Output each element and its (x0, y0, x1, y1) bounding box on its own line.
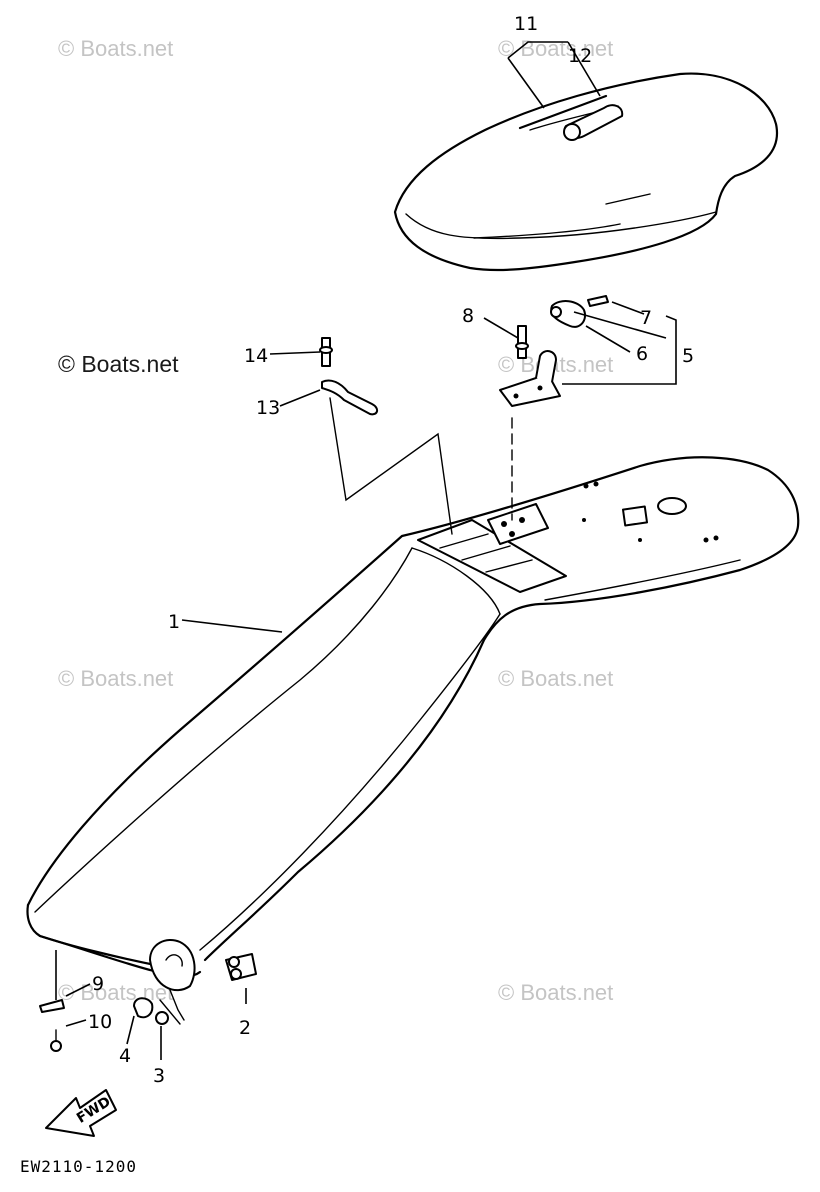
callout-13: 13 (256, 397, 280, 419)
watermark: © Boats.net (58, 666, 173, 691)
callout-11: 11 (514, 13, 538, 35)
callout-2: 2 (239, 1017, 251, 1039)
hinge-hardware (39, 295, 609, 1052)
callout-4: 4 (119, 1045, 131, 1067)
callout-8: 8 (462, 305, 474, 327)
watermark: © Boats.net (58, 980, 173, 1005)
watermark: © Boats.net (498, 980, 613, 1005)
callout-10: 10 (88, 1011, 112, 1033)
callout-5: 5 (682, 345, 694, 367)
callout-9: 9 (92, 973, 104, 995)
callout-3: 3 (153, 1065, 165, 1087)
callout-7: 7 (640, 307, 652, 329)
seat-cushion-drawing (393, 72, 779, 272)
seat-base-drawing (26, 456, 800, 1025)
callout-leaders (55, 41, 677, 1060)
callout-14: 14 (244, 345, 268, 367)
forward-direction-arrow: FWD (45, 1089, 117, 1137)
watermark: © Boats.net (498, 36, 613, 61)
callout-12: 12 (568, 45, 592, 67)
watermark: © Boats.net (498, 666, 613, 691)
callout-6: 6 (636, 343, 648, 365)
watermark: © Boats.net (58, 36, 173, 61)
drawing-code: EW2110-1200 (20, 1157, 137, 1176)
watermark-primary: © Boats.net (58, 351, 179, 377)
callout-1: 1 (168, 611, 180, 633)
